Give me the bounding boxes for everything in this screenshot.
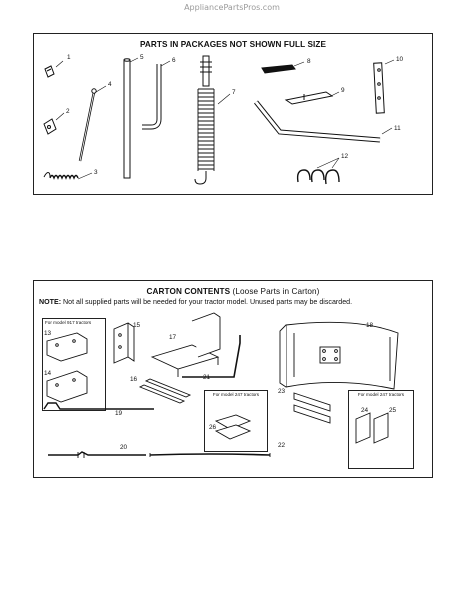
callout-20: 20 — [120, 444, 128, 451]
watermark: AppliancePartsPros.com — [184, 3, 280, 12]
callout-8: 8 — [307, 58, 311, 65]
callout-6: 6 — [172, 57, 176, 64]
note-text: Not all supplied parts will be needed fo… — [61, 298, 353, 306]
callout-10: 10 — [396, 56, 404, 63]
panel-title-normal: (Loose Parts in Carton) — [230, 287, 320, 296]
callout-9: 9 — [341, 87, 345, 94]
callout-3: 3 — [94, 169, 98, 176]
callout-1: 1 — [67, 54, 71, 61]
callout-13: 13 — [44, 330, 52, 337]
callout-22: 22 — [278, 442, 286, 449]
carton-contents-panel: CARTON CONTENTS (Loose Parts in Carton) … — [33, 280, 433, 478]
panel-title-bold: CARTON CONTENTS — [146, 287, 231, 296]
callout-4: 4 — [108, 81, 112, 88]
callout-5: 5 — [140, 54, 144, 61]
callout-26: 26 — [209, 424, 217, 431]
parts-in-packages-panel: PARTS IN PACKAGES NOT SHOWN FULL SIZE — [33, 33, 433, 195]
callout-7: 7 — [232, 89, 236, 96]
callout-16: 16 — [130, 376, 138, 383]
callout-12: 12 — [341, 153, 349, 160]
inset-label: For model 247 tractors — [357, 392, 405, 397]
inset-label: For model 247 tractors — [212, 392, 260, 397]
callout-17: 17 — [169, 334, 177, 341]
callout-14: 14 — [44, 370, 52, 377]
panel-title: PARTS IN PACKAGES NOT SHOWN FULL SIZE — [139, 40, 327, 49]
callout-21: 21 — [203, 374, 211, 381]
inset-label: For model 917 tractors — [45, 320, 92, 325]
callout-23: 23 — [278, 388, 286, 395]
callout-18: 18 — [366, 322, 374, 329]
parts-illustration: 1 2 3 4 5 6 7 8 9 10 11 12 — [43, 54, 404, 185]
callout-19: 19 — [115, 410, 123, 417]
panel-title: CARTON CONTENTS (Loose Parts in Carton) — [34, 287, 432, 296]
carton-illustration: 13 14 15 16 17 18 19 20 21 22 23 24 25 2… — [43, 312, 399, 458]
callout-25: 25 — [389, 407, 397, 414]
callout-2: 2 — [66, 108, 70, 115]
callout-15: 15 — [133, 322, 141, 329]
callout-11: 11 — [394, 125, 401, 132]
note: NOTE: Not all supplied parts will be nee… — [39, 298, 352, 306]
callout-24: 24 — [361, 407, 369, 414]
note-label: NOTE: — [39, 298, 62, 306]
